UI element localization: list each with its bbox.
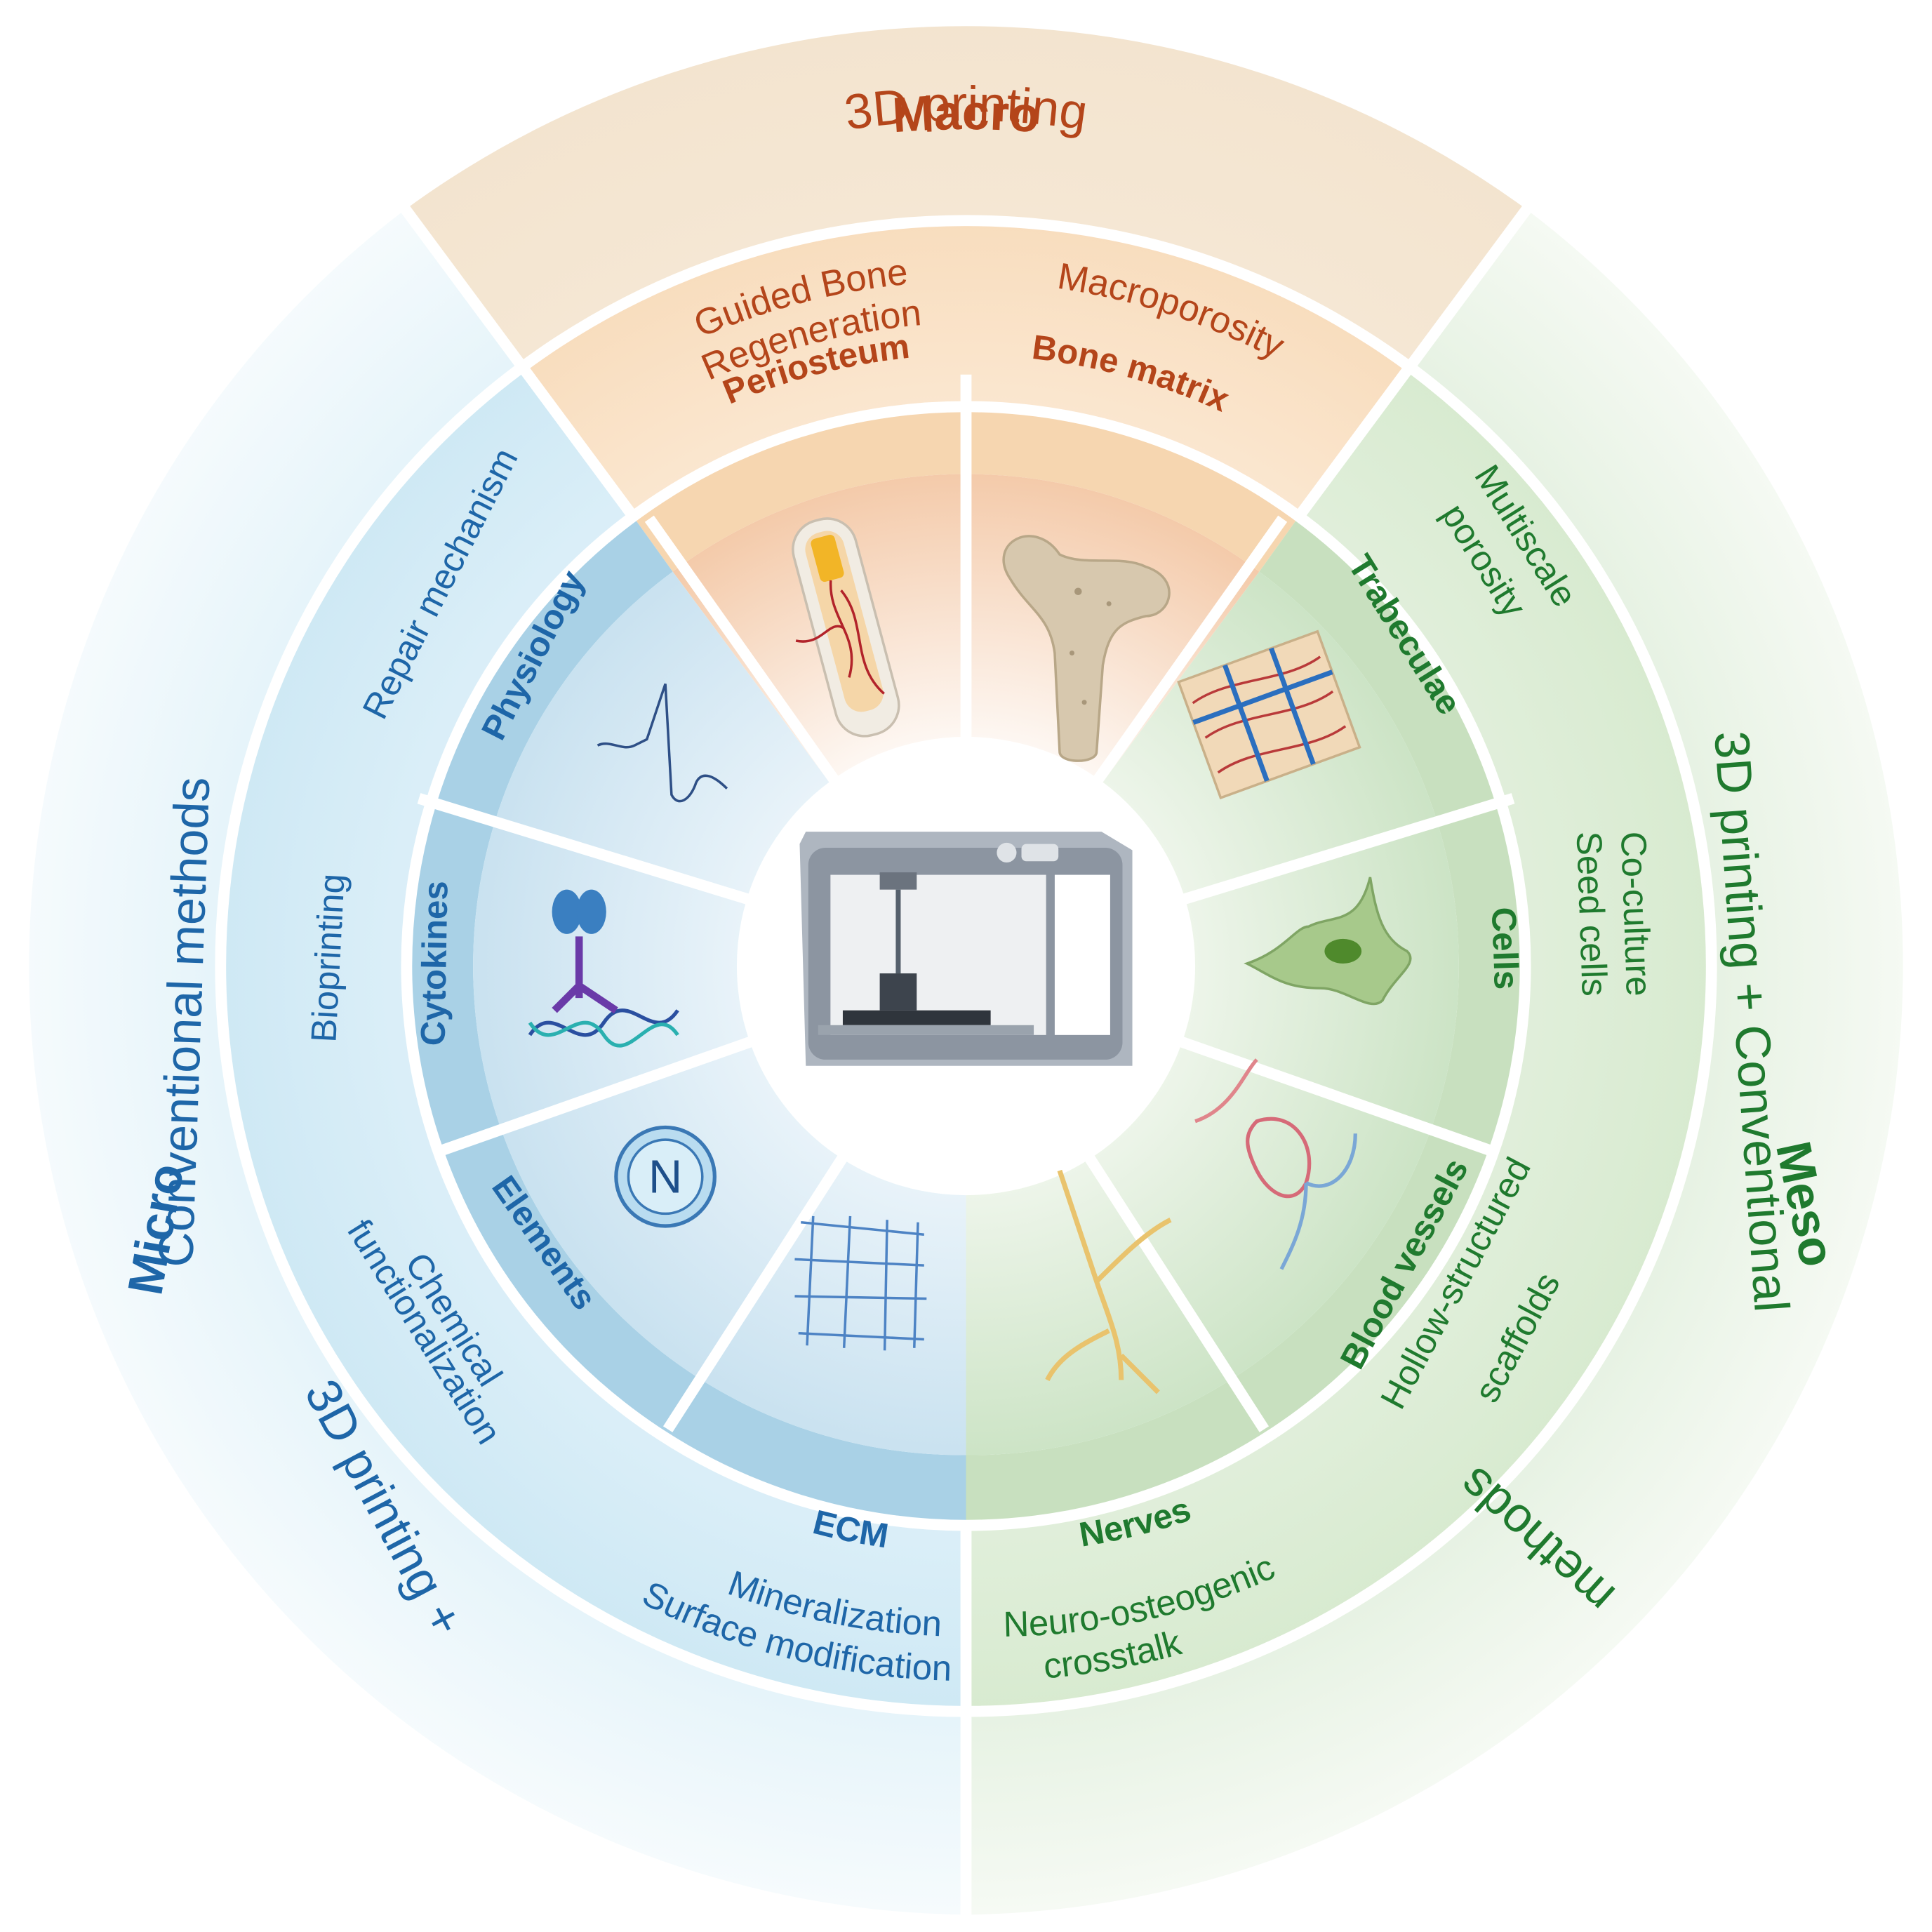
signal-waveform-icon bbox=[597, 683, 728, 803]
3d-printer-icon bbox=[799, 832, 1133, 1066]
micro-inner bbox=[473, 571, 966, 1455]
meso-band bbox=[966, 514, 1528, 1526]
meso-outer-sector bbox=[966, 209, 1903, 1915]
nerve-icon bbox=[1045, 1169, 1172, 1394]
micro-outer-sector bbox=[29, 209, 966, 1915]
micro-strategy-sector bbox=[218, 364, 966, 1712]
femur-icon bbox=[1002, 535, 1171, 762]
strategy-ring bbox=[218, 219, 1714, 1712]
cell-icon bbox=[1244, 877, 1412, 1006]
micro-band bbox=[404, 514, 966, 1526]
macro-title: Macro bbox=[891, 84, 1041, 142]
element-symbol: N bbox=[648, 1152, 682, 1204]
strategy-co-culture: Co-culture bbox=[1613, 831, 1659, 997]
meso-inner bbox=[966, 571, 1459, 1455]
strategy-seed-cells: Seed cells bbox=[1569, 831, 1615, 997]
nitrogen-element-icon: N bbox=[614, 1125, 717, 1228]
trabecular-bone-icon bbox=[1177, 629, 1361, 800]
fiber-mesh-icon bbox=[794, 1215, 927, 1351]
label-cells: Cells bbox=[1484, 907, 1526, 990]
macro-strategy-sector bbox=[524, 219, 1408, 515]
macro-subtitle: 3D printing bbox=[841, 76, 1091, 140]
meso-strategy-sector bbox=[966, 364, 1714, 1712]
blood-vessel-icon bbox=[1194, 1058, 1357, 1270]
label-cytokines: Cytokines bbox=[414, 881, 455, 1046]
strategy-bioprinting: Bioprinting bbox=[303, 872, 352, 1043]
cytokine-dna-icon bbox=[528, 889, 679, 1048]
periosteum-bone-icon bbox=[792, 517, 900, 738]
macro-band bbox=[632, 404, 1300, 572]
component-band bbox=[404, 404, 1528, 1526]
